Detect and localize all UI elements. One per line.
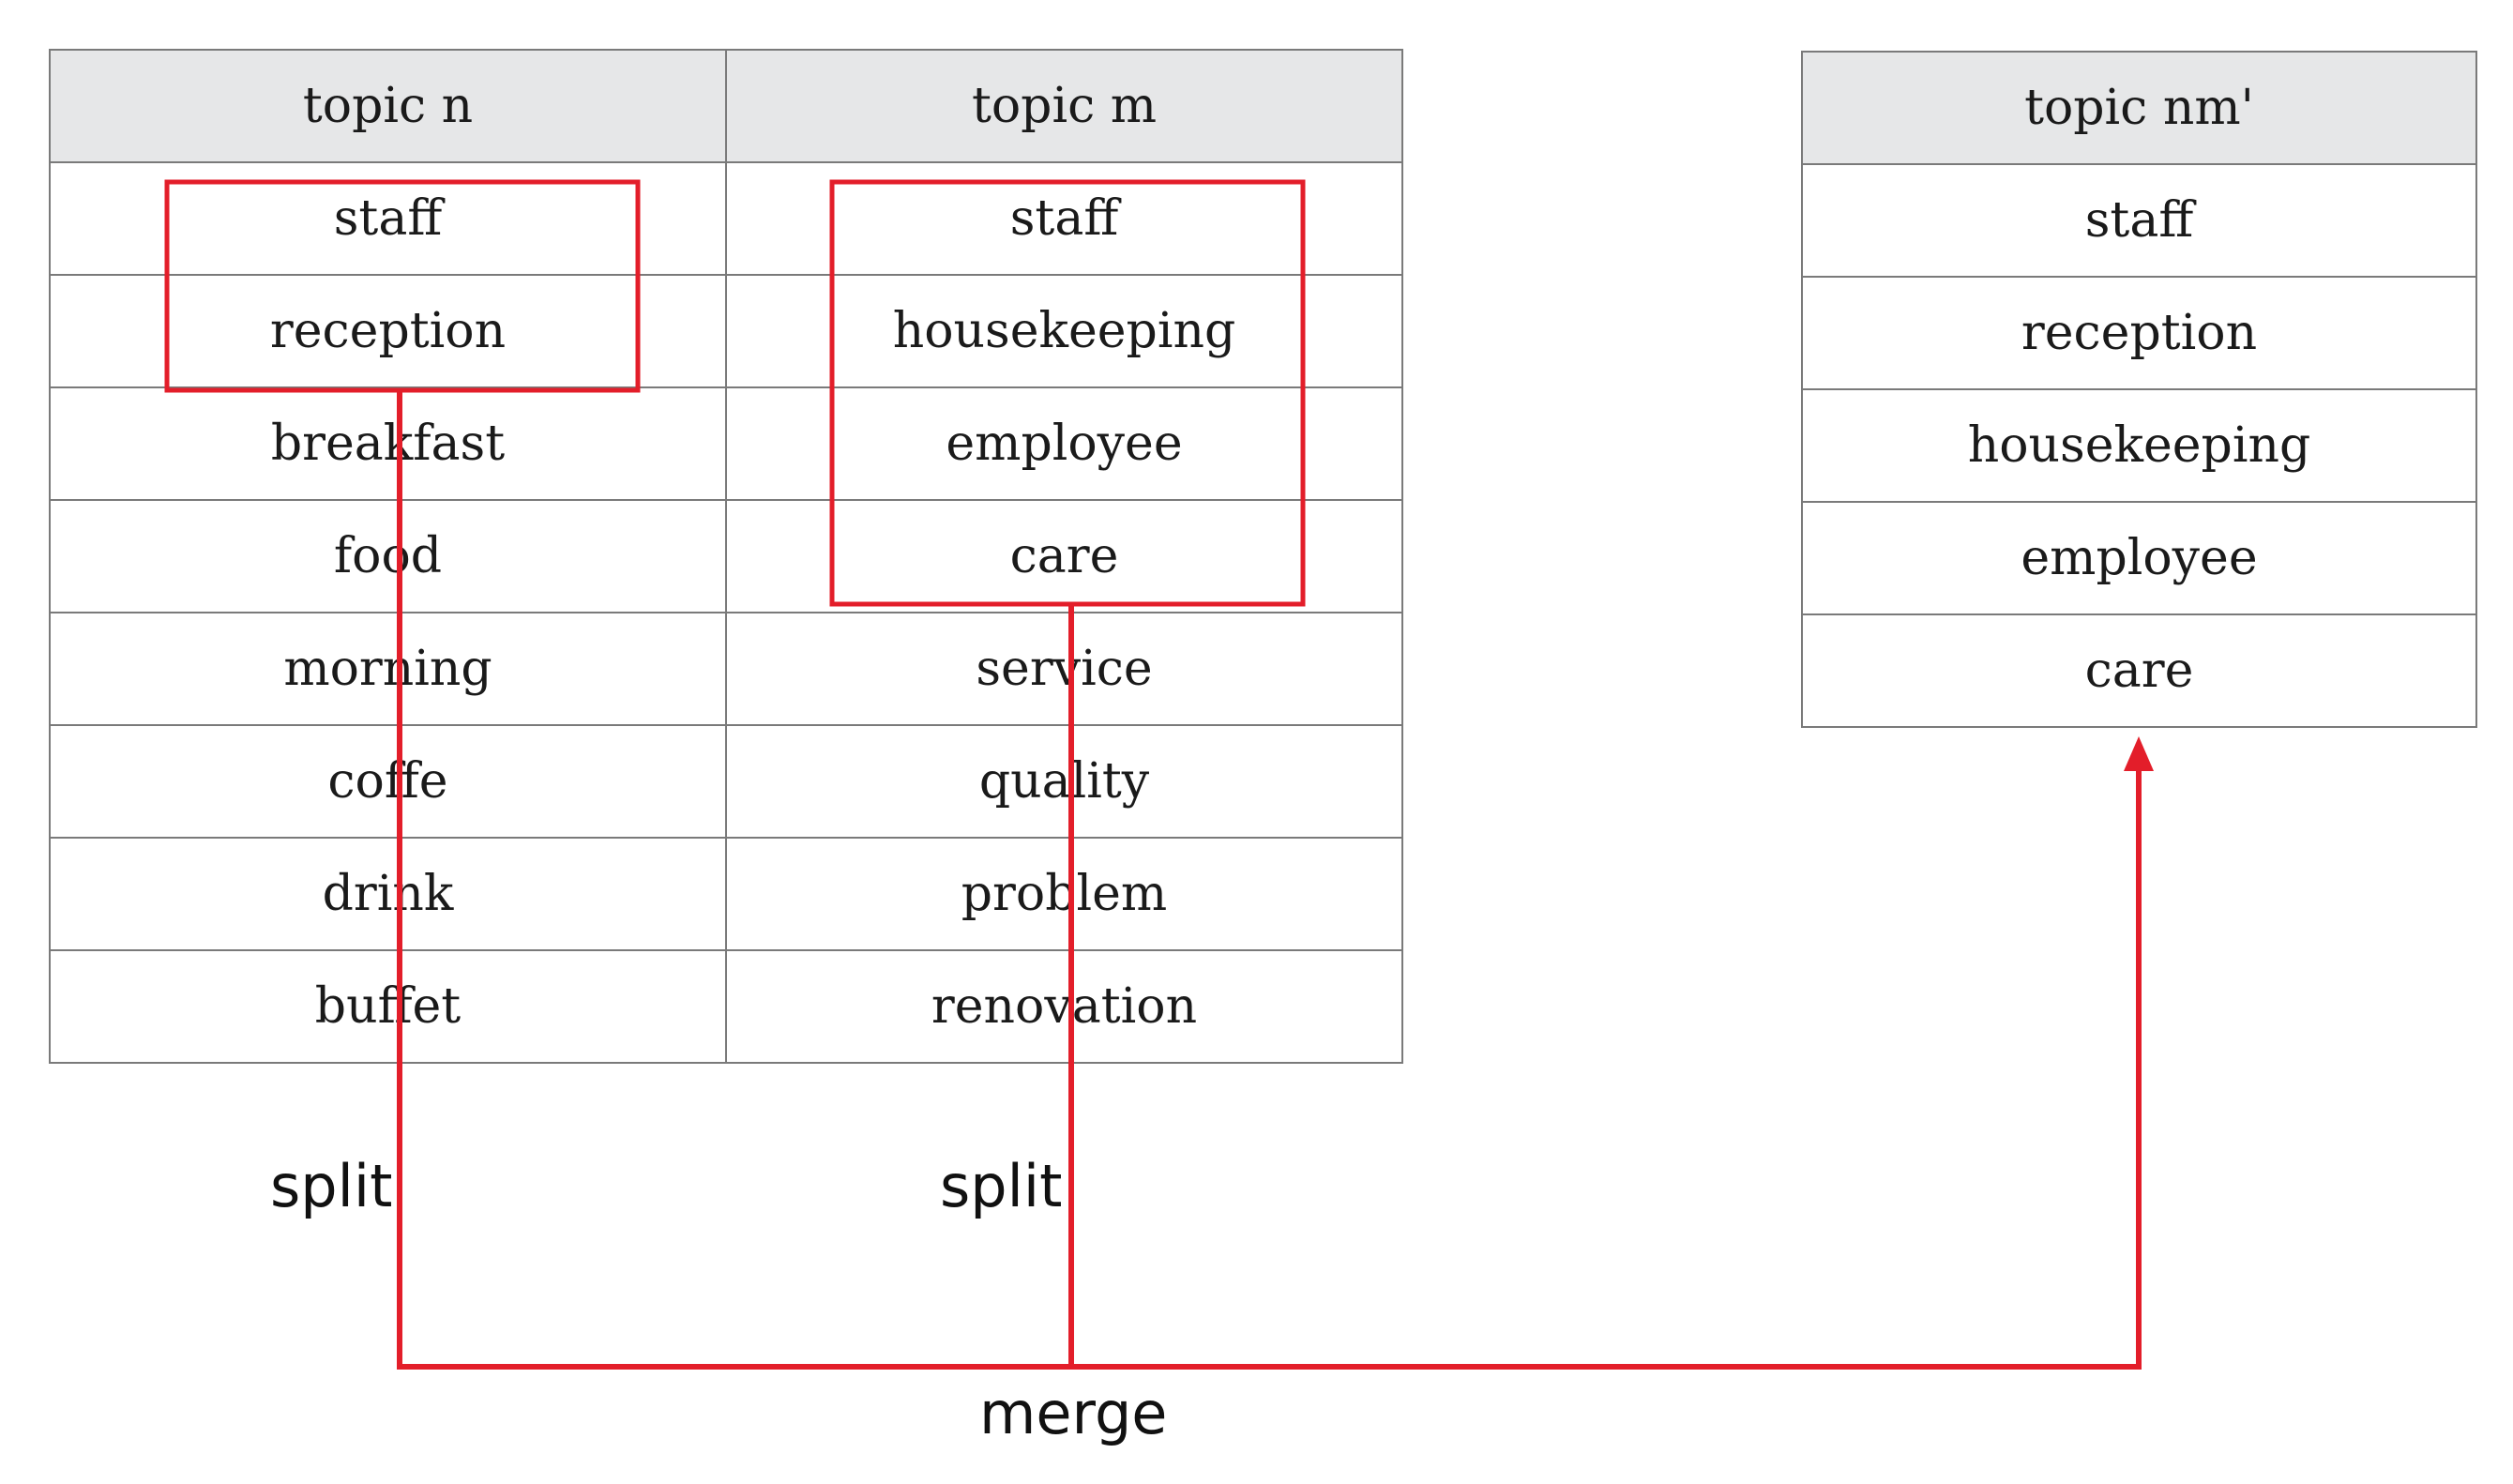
- topic-n-word: food: [49, 499, 727, 613]
- merged-topic-word: staff: [1801, 163, 2477, 278]
- topic-m-word: staff: [725, 161, 1403, 276]
- table-row: morning service: [49, 612, 1403, 726]
- header-row: topic nm': [1801, 51, 2477, 165]
- header-row: topic n topic m: [49, 49, 1403, 163]
- topic-m-word: employee: [725, 386, 1403, 501]
- topic-n-word: drink: [49, 837, 727, 951]
- topic-n-word: staff: [49, 161, 727, 276]
- topic-n-word: reception: [49, 274, 727, 388]
- table-row: housekeeping: [1801, 388, 2477, 503]
- topic-n-word: coffe: [49, 724, 727, 839]
- topic-m-word: renovation: [725, 949, 1403, 1064]
- table-row: staff: [1801, 163, 2477, 278]
- table-row: employee: [1801, 501, 2477, 615]
- table-row: coffe quality: [49, 724, 1403, 839]
- topic-m-word: housekeeping: [725, 274, 1403, 388]
- topic-table-nm-merged: topic nm' staff reception housekeeping e…: [1801, 51, 2477, 728]
- header-topic-m: topic m: [725, 49, 1403, 163]
- topic-n-word: morning: [49, 612, 727, 726]
- topic-m-word: service: [725, 612, 1403, 726]
- merge-arrow-head: [2124, 736, 2154, 771]
- table-row: care: [1801, 613, 2477, 728]
- topic-n-word: breakfast: [49, 386, 727, 501]
- topic-m-word: quality: [725, 724, 1403, 839]
- merged-topic-word: housekeeping: [1801, 388, 2477, 503]
- table-row: reception: [1801, 276, 2477, 390]
- merged-topic-word: reception: [1801, 276, 2477, 390]
- topic-n-word: buffet: [49, 949, 727, 1064]
- table-row: drink problem: [49, 837, 1403, 951]
- table-row: buffet renovation: [49, 949, 1403, 1064]
- topic-table-n-m: topic n topic m staff staff reception ho…: [49, 49, 1403, 1064]
- merged-topic-word: employee: [1801, 501, 2477, 615]
- merged-topic-word: care: [1801, 613, 2477, 728]
- topic-m-word: care: [725, 499, 1403, 613]
- table-row: breakfast employee: [49, 386, 1403, 501]
- header-topic-nm: topic nm': [1801, 51, 2477, 165]
- table-row: reception housekeeping: [49, 274, 1403, 388]
- split-label: split: [270, 1152, 393, 1220]
- table-row: food care: [49, 499, 1403, 613]
- split-label: split: [940, 1152, 1063, 1220]
- header-topic-n: topic n: [49, 49, 727, 163]
- merge-label: merge: [979, 1379, 1168, 1447]
- table-row: staff staff: [49, 161, 1403, 276]
- topic-m-word: problem: [725, 837, 1403, 951]
